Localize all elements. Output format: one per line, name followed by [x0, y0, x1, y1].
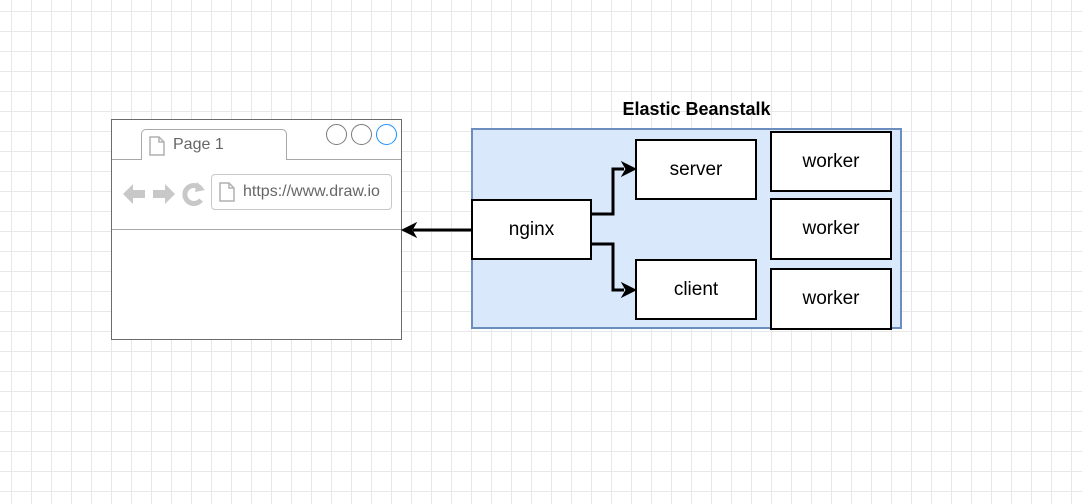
refresh-icon[interactable]: [182, 182, 205, 206]
worker-node[interactable]: worker: [770, 198, 892, 260]
tab-label: Page 1: [173, 136, 224, 153]
nginx-node[interactable]: nginx: [471, 199, 592, 260]
url-bar[interactable]: https://www.draw.io: [211, 174, 392, 210]
edge-nginx-to-client: [592, 242, 638, 299]
document-icon: [219, 182, 235, 202]
worker-node[interactable]: worker: [770, 131, 892, 192]
server-node[interactable]: server: [635, 139, 757, 200]
edge-nginx-to-browser: [400, 221, 471, 239]
client-node[interactable]: client: [635, 259, 757, 320]
edge-nginx-to-server: [592, 160, 638, 216]
beanstalk-title: Elastic Beanstalk: [622, 99, 771, 119]
window-button-icon[interactable]: [376, 124, 397, 145]
worker-node[interactable]: worker: [770, 268, 892, 330]
nav-controls: [121, 180, 207, 208]
window-button-icon[interactable]: [326, 124, 347, 145]
content-divider: [112, 229, 401, 230]
url-text: https://www.draw.io: [243, 183, 380, 200]
document-icon: [149, 136, 165, 156]
back-arrow-icon[interactable]: [123, 184, 145, 204]
browser-mockup: Page 1 https://www.draw.io: [111, 119, 402, 340]
forward-arrow-icon[interactable]: [153, 184, 175, 204]
browser-tab[interactable]: Page 1: [141, 129, 287, 160]
window-button-icon[interactable]: [351, 124, 372, 145]
